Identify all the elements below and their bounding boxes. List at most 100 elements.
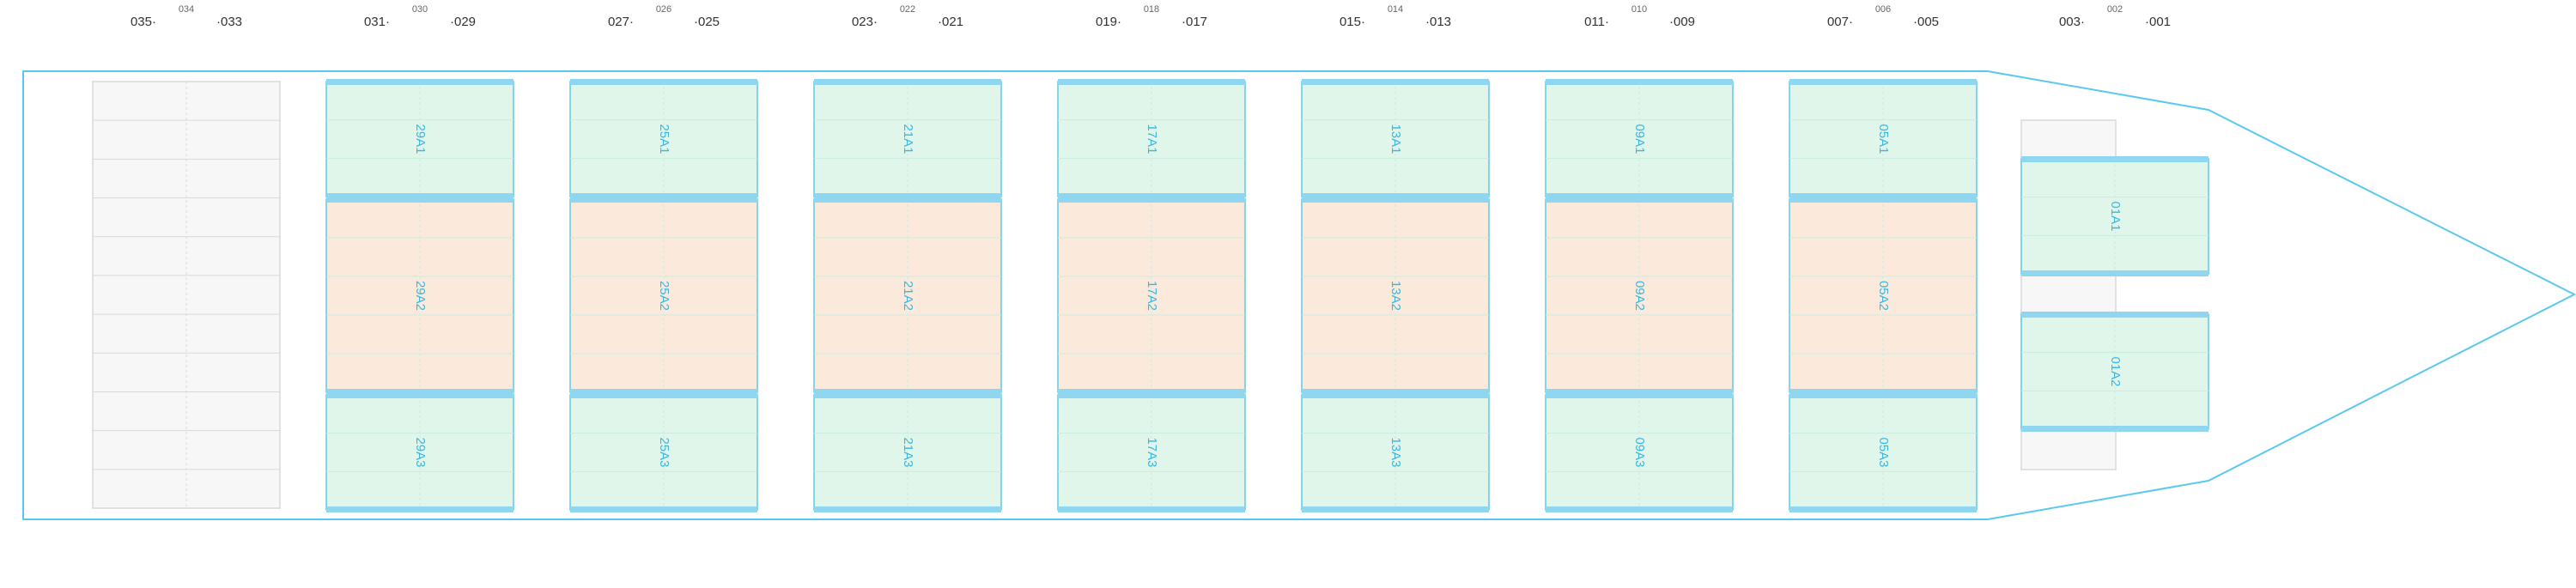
bay-label-group: 007·006·005 (1827, 4, 1939, 29)
hatch-band-top (1546, 79, 1733, 85)
hatch-layer: 29A129A229A325A125A225A321A121A221A317A1… (325, 79, 2209, 512)
hatch-label: 21A3 (901, 437, 915, 467)
hatch-band-bottom (1302, 506, 1489, 512)
hatch-cover-a1: 13A1 (1301, 79, 1490, 199)
hatch-band-bottom (814, 506, 1001, 512)
hatch-label: 09A2 (1632, 281, 1647, 311)
bay-dot-right: · (2145, 15, 2149, 29)
bay-dot-left: · (2081, 15, 2085, 29)
hatch-grid (2021, 314, 2208, 429)
bay-label-center: 014 (1388, 4, 1403, 15)
bay-label-group: 011·010·009 (1584, 4, 1695, 29)
hatch-band-top (1546, 392, 1733, 398)
hatch-label: 01A2 (2108, 356, 2123, 386)
hatch-grid (1302, 395, 1489, 510)
hatch-cover-a2: 13A2 (1301, 197, 1490, 395)
hatch-grid (814, 199, 1001, 392)
hatch-band-top (2021, 156, 2208, 162)
hull-layer (22, 70, 2576, 520)
hatch-grid (2021, 159, 2208, 274)
bay-label-right: 001 (2149, 15, 2171, 29)
bay-dot-left: · (1605, 15, 1609, 29)
bay-label-left: 011 (1584, 15, 1605, 29)
bay-label-center: 002 (2107, 4, 2123, 15)
bay-dot-left: · (152, 15, 156, 29)
hatch-grid (570, 82, 757, 197)
hatch-band-top (2021, 312, 2208, 318)
hatch-grid (814, 82, 1001, 197)
hatch-band-bottom (1302, 389, 1489, 395)
hatch-cover-01a2: 01A2 (2020, 312, 2209, 432)
hatch-band-bottom (1058, 193, 1245, 199)
hull-outline (22, 70, 2576, 520)
hatch-band-top (1789, 197, 1977, 203)
hatch-label: 25A2 (657, 281, 671, 311)
bay-dot-right: · (1425, 15, 1430, 29)
hatch-grid (1546, 395, 1733, 510)
bay-dot-right: · (1182, 15, 1186, 29)
hatch-band-bottom (1789, 506, 1977, 512)
hatch-cover-a1: 29A1 (325, 79, 514, 199)
hatch-band-bottom (326, 389, 513, 395)
hatch-cover-a1: 05A1 (1789, 79, 1978, 199)
bay-dot-left: · (629, 15, 634, 29)
hatch-band-top (1058, 197, 1245, 203)
bay-dot-right: · (216, 15, 221, 29)
hatch-cover-a3: 25A3 (569, 392, 758, 512)
hatch-grid (1058, 82, 1245, 197)
hatch-band-bottom (570, 193, 757, 199)
hatch-band-top (1302, 392, 1489, 398)
hatch-label: 21A1 (901, 124, 915, 154)
bay-label-left: 031 (364, 15, 386, 29)
bay-label-left: 015 (1340, 15, 1361, 29)
bay-dot-left: · (873, 15, 878, 29)
hatch-band-top (1789, 79, 1977, 85)
bay-dot-right: · (1669, 15, 1674, 29)
bay-dot-right: · (694, 15, 698, 29)
hatch-label: 17A3 (1145, 437, 1159, 467)
bay-label-center: 022 (900, 4, 915, 15)
hatch-cover-a3: 29A3 (325, 392, 514, 512)
hatch-band-top (1789, 392, 1977, 398)
hatch-grid (1546, 199, 1733, 392)
hatch-cover-a3: 21A3 (813, 392, 1002, 512)
bay-label-center: 030 (412, 4, 428, 15)
hatch-cover-01a1: 01A1 (2020, 156, 2209, 276)
hatch-band-bottom (1058, 389, 1245, 395)
hatch-grid (326, 395, 513, 510)
hatch-cover-a2: 29A2 (325, 197, 514, 395)
hatch-cover-a3: 05A3 (1789, 392, 1978, 512)
hatch-band-top (326, 197, 513, 203)
hatch-band-bottom (1789, 193, 1977, 199)
hatch-cover-a2: 09A2 (1545, 197, 1734, 395)
hatch-band-bottom (814, 389, 1001, 395)
hatch-label: 13A3 (1388, 437, 1403, 467)
bay-label-group: 003·002·001 (2059, 4, 2171, 29)
hatch-cover-a1: 25A1 (569, 79, 758, 199)
hatch-cover-a3: 17A3 (1057, 392, 1246, 512)
hatch-band-bottom (570, 506, 757, 512)
hatch-band-bottom (326, 506, 513, 512)
hatch-band-bottom (2021, 270, 2208, 276)
bay-label-right: 013 (1430, 15, 1451, 29)
hatch-band-bottom (2021, 426, 2208, 432)
hatch-band-top (570, 392, 757, 398)
bay-label-left: 035 (131, 15, 152, 29)
bay-label-right: 009 (1674, 15, 1695, 29)
hatch-grid (326, 82, 513, 197)
bay-label-center: 026 (656, 4, 671, 15)
bay-dot-left: · (1849, 15, 1853, 29)
hatch-label: 17A1 (1145, 124, 1159, 154)
hatch-band-top (814, 392, 1001, 398)
bay-dot-left: · (386, 15, 390, 29)
hatch-grid (570, 199, 757, 392)
hatch-label: 05A1 (1876, 124, 1891, 154)
bay-label-center: 018 (1144, 4, 1159, 15)
hatch-band-top (1058, 79, 1245, 85)
hatch-band-top (1546, 197, 1733, 203)
bay-dot-right: · (450, 15, 454, 29)
hatch-grid (1058, 395, 1245, 510)
hatch-label: 29A1 (413, 124, 428, 154)
bay-label-center: 034 (179, 4, 194, 15)
